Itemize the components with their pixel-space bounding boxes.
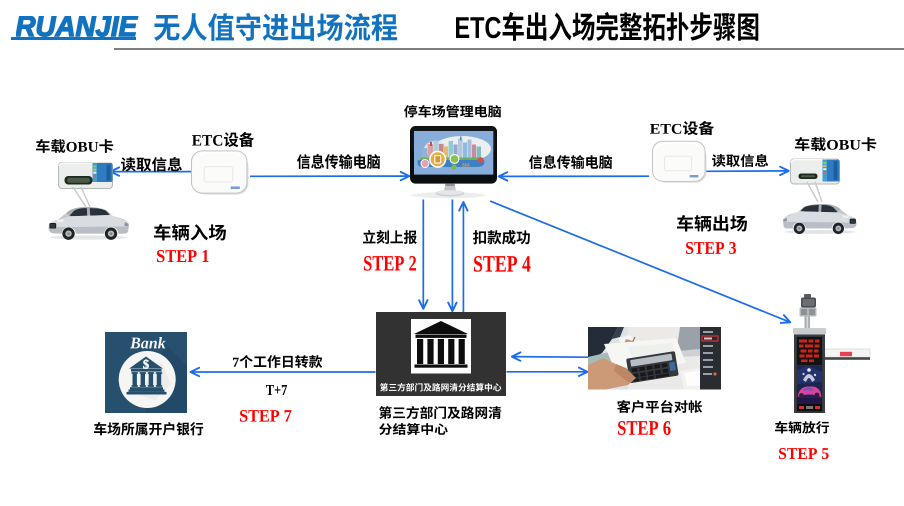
svg-text:$: $	[143, 358, 149, 372]
svg-text:$$$: $$$	[462, 162, 470, 167]
